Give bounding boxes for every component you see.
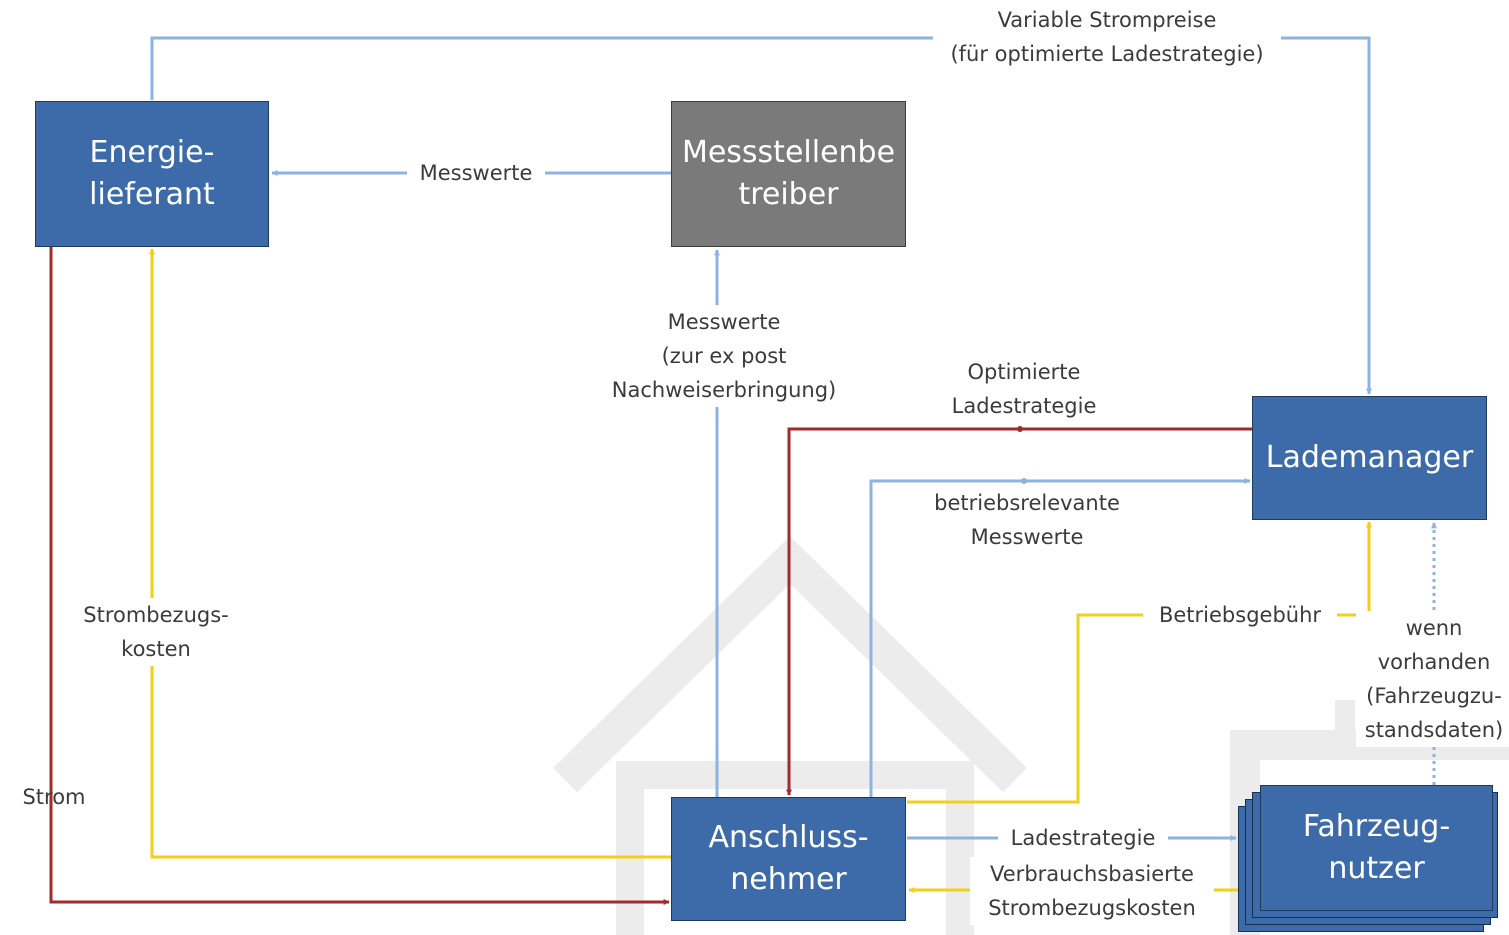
label-strombezugskosten: Strombezugs- kosten — [68, 598, 244, 666]
junction-dot-blue — [1021, 478, 1027, 484]
node-energielieferant-label: Energie- lieferant — [89, 135, 215, 212]
label-variable-strompreise: Variable Strompreise (für optimierte Lad… — [933, 3, 1281, 71]
node-fahrzeugnutzer: Fahrzeug- nutzer — [1260, 785, 1493, 911]
node-anschlussnehmer-label: Anschluss- nehmer — [708, 820, 869, 897]
label-ladestrategie: Ladestrategie — [998, 821, 1168, 855]
edge-optimierte-ladestrategie — [786, 427, 1252, 796]
edge-variable-strompreise — [150, 36, 1372, 395]
node-lademanager-label: Lademanager — [1265, 440, 1474, 475]
label-strom: Strom — [22, 785, 86, 809]
label-messwerte-middle: Messwerte (zur ex post Nachweiserbringun… — [596, 305, 852, 407]
junction-dot-red — [1017, 426, 1023, 432]
node-messstellenbetreiber-label: Messstellenbe treiber — [681, 135, 896, 212]
node-lademanager: Lademanager — [1252, 396, 1487, 520]
node-anschlussnehmer: Anschluss- nehmer — [671, 797, 906, 921]
node-energielieferant: Energie- lieferant — [35, 101, 269, 247]
label-optimierte-ladestrategie: Optimierte Ladestrategie — [951, 360, 1097, 418]
label-verbrauchsbasierte: Verbrauchsbasierte Strombezugskosten — [970, 857, 1214, 925]
edge-betriebsgebuehr — [907, 521, 1372, 804]
edge-strombezugskosten — [149, 248, 671, 859]
label-betriebsrelevante-messwerte: betriebsrelevante Messwerte — [934, 491, 1120, 549]
node-messstellenbetreiber: Messstellenbe treiber — [671, 101, 906, 247]
edge-betriebsrelevante-messwerte — [869, 478, 1251, 797]
label-betriebsgebuehr: Betriebsgebühr — [1143, 598, 1337, 632]
label-wenn-vorhanden: wenn vorhanden (Fahrzeugzu- standsdaten) — [1356, 611, 1509, 747]
edge-strom — [49, 247, 670, 905]
node-fahrzeugnutzer-label: Fahrzeug- nutzer — [1302, 809, 1451, 886]
label-messwerte-top: Messwerte — [407, 156, 545, 190]
